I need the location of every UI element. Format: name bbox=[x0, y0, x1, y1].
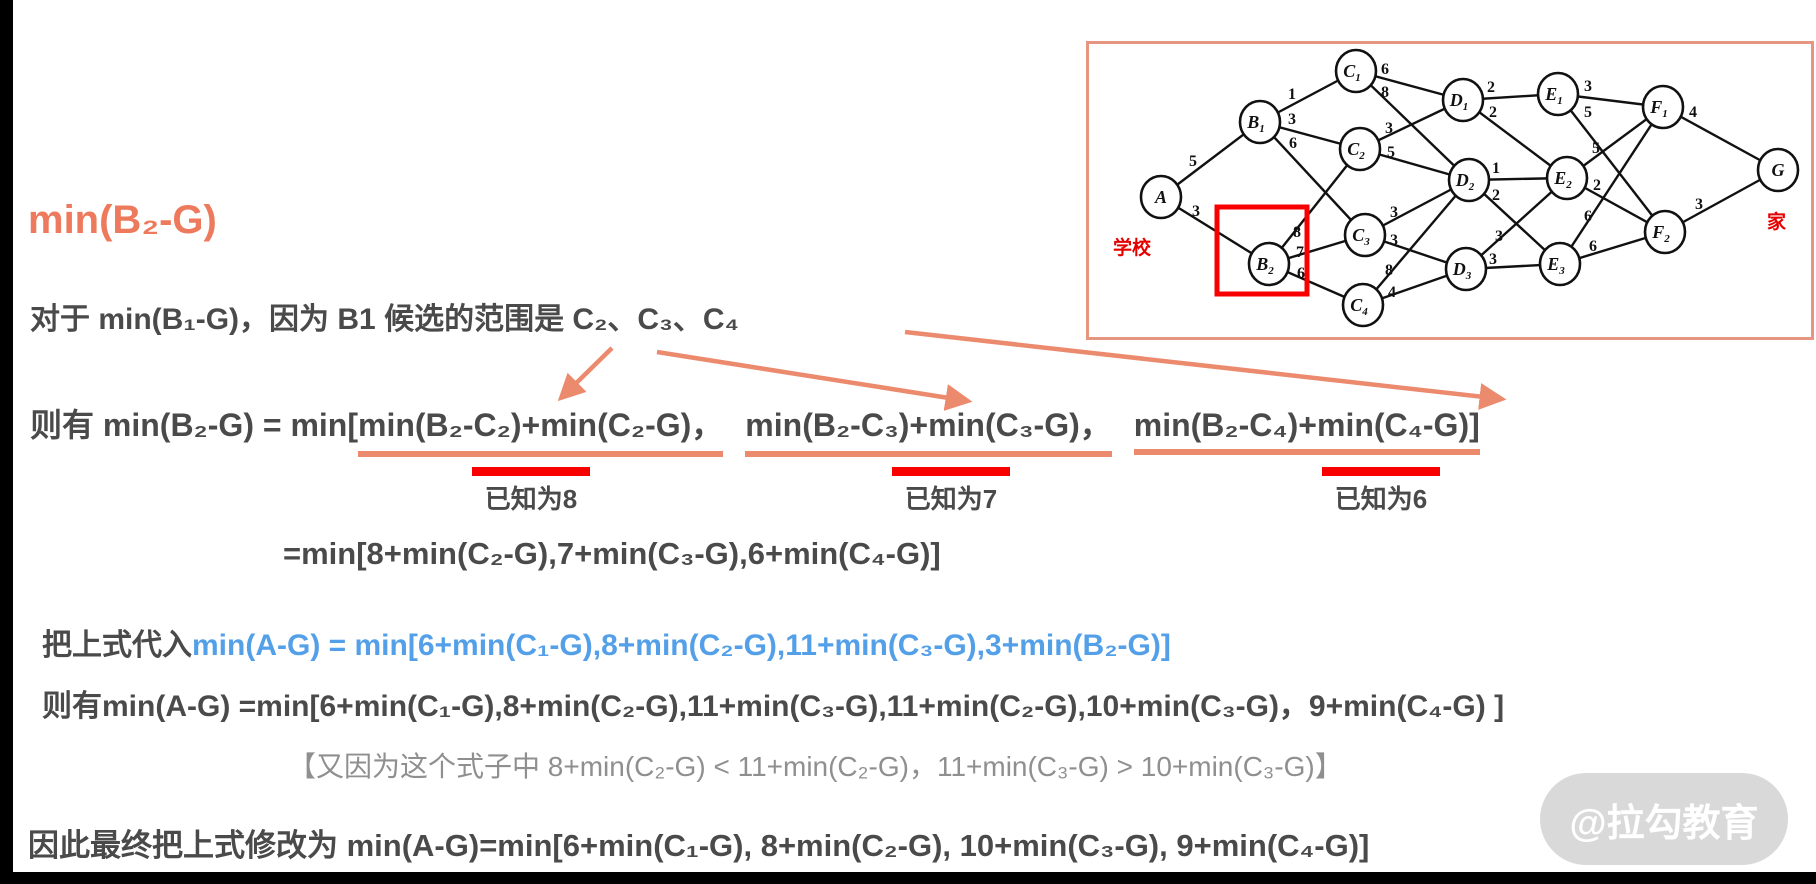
edge-weight-D2-E2: 1 bbox=[1492, 160, 1500, 177]
known-label-3: 已知为6 bbox=[1334, 484, 1428, 514]
page-title: min(B₂-G) bbox=[28, 198, 217, 242]
graph-node-C1 bbox=[1334, 48, 1378, 94]
edge-weight-E1-F2: 5 bbox=[1584, 104, 1592, 121]
graph-node-C3 bbox=[1343, 212, 1387, 258]
edge-weight-C4-D3: 4 bbox=[1388, 284, 1396, 301]
graph-node-D2 bbox=[1447, 157, 1491, 203]
edge-weight-F2-G: 3 bbox=[1695, 196, 1703, 213]
known-red-bar-2 bbox=[892, 467, 1010, 476]
graph-node-label-G: G bbox=[1772, 160, 1785, 180]
edge-weight-A-B1: 5 bbox=[1189, 153, 1197, 170]
watermark-badge: @拉勾教育 bbox=[1540, 773, 1788, 865]
edge-weight-B2-C4: 6 bbox=[1297, 265, 1305, 282]
graph-node-B2 bbox=[1247, 241, 1291, 287]
graph-node-F1 bbox=[1641, 84, 1685, 130]
substitution-line: 把上式代入min(A-G) = min[6+min(C₁-G),8+min(C₂… bbox=[42, 620, 1171, 664]
graph-node-label-D2: D2 bbox=[1455, 170, 1475, 193]
graph-node-label-C3: C3 bbox=[1352, 225, 1370, 248]
edge-weight-E1-F1: 3 bbox=[1584, 78, 1592, 95]
known-label-1: 已知为8 bbox=[484, 484, 578, 514]
graph-node-D3 bbox=[1444, 246, 1488, 292]
expanded-formula: 则有min(A-G) =min[6+min(C₁-G),8+min(C₂-G),… bbox=[42, 690, 1505, 723]
b2-highlight-box bbox=[1214, 204, 1310, 297]
known-label-2: 已知为7 bbox=[904, 484, 998, 514]
substitution-formula-blue: min(A-G) = min[6+min(C₁-G),8+min(C₂-G),1… bbox=[192, 629, 1171, 662]
graph-node-C4 bbox=[1341, 282, 1385, 328]
formula-term-2: min(B₂-C₃)+min(C₃-G)， bbox=[745, 400, 1112, 457]
edge-weight-C1-D2: 8 bbox=[1381, 84, 1389, 101]
edge-weight-B1-C2: 3 bbox=[1288, 111, 1296, 128]
graph-node-label-F2: F2 bbox=[1651, 222, 1670, 245]
edge-weight-C4-D2: 8 bbox=[1385, 262, 1393, 279]
graph-node-label-D3: D3 bbox=[1452, 259, 1472, 282]
edge-weight-D3-E3: 3 bbox=[1489, 251, 1497, 268]
graph-node-label-D1: D1 bbox=[1449, 90, 1469, 113]
formula-term-1: min(B₂-C₂)+min(C₂-G)， bbox=[358, 400, 724, 457]
edge-weight-B2-C3: 7 bbox=[1296, 244, 1304, 261]
intro-line: 对于 min(B₁-G)，因为 B1 候选的范围是 C₂、C₃、C₄ bbox=[30, 303, 739, 336]
graph-node-F2 bbox=[1643, 209, 1687, 255]
graph-node-C2 bbox=[1338, 126, 1382, 172]
graph-node-A bbox=[1139, 174, 1183, 220]
edge-weight-E3-F1: 6 bbox=[1584, 208, 1592, 225]
graph-node-label-C1: C1 bbox=[1343, 61, 1361, 84]
formula-term-3: min(B₂-C₄)+min(C₄-G)] bbox=[1133, 407, 1480, 455]
edge-weight-E3-F2: 6 bbox=[1589, 238, 1597, 255]
home-label: 家 bbox=[1767, 210, 1787, 233]
final-formula: 因此最终把上式修改为 min(A-G)=min[6+min(C₁-G), 8+m… bbox=[28, 828, 1370, 863]
graph-node-E2 bbox=[1545, 155, 1589, 201]
edge-weight-D3-E2: 3 bbox=[1495, 228, 1503, 245]
graph-node-label-E1: E1 bbox=[1544, 84, 1563, 107]
graph-node-E1 bbox=[1536, 71, 1580, 117]
edge-weight-C2-D1: 3 bbox=[1385, 120, 1393, 137]
edge-weight-B2-C2: 8 bbox=[1293, 224, 1301, 241]
graph-node-label-C2: C2 bbox=[1347, 139, 1365, 162]
formula-prefix: 则有 min(B₂-G) = min[ bbox=[30, 407, 358, 443]
known-red-bar-1 bbox=[472, 467, 590, 476]
watermark-text: @拉勾教育 bbox=[1569, 802, 1759, 845]
graph-node-label-C4: C4 bbox=[1350, 295, 1368, 318]
graph-node-G bbox=[1756, 147, 1800, 193]
expansion-formula: 则有 min(B₂-G) = min[min(B₂-C₂)+min(C₂-G)，… bbox=[30, 400, 1480, 457]
graph-node-label-B2: B2 bbox=[1255, 254, 1274, 277]
graph-node-B1 bbox=[1238, 99, 1282, 145]
edge-weight-D1-E2: 2 bbox=[1489, 104, 1497, 121]
edge-weight-B1-C3: 6 bbox=[1289, 135, 1297, 152]
edge-weight-E2-F2: 2 bbox=[1593, 177, 1601, 194]
graph-node-label-A: A bbox=[1154, 187, 1167, 207]
school-label: 学校 bbox=[1113, 236, 1152, 259]
edge-weight-D1-E1: 2 bbox=[1487, 79, 1495, 96]
graph-node-label-B1: B1 bbox=[1246, 112, 1265, 135]
reduced-formula: =min[8+min(C₂-G),7+min(C₃-G),6+min(C₄-G)… bbox=[283, 536, 941, 571]
substitution-prefix: 把上式代入 bbox=[42, 629, 192, 662]
edge-weight-A-B2: 3 bbox=[1192, 203, 1200, 220]
graph-node-D1 bbox=[1441, 77, 1485, 123]
known-red-bar-3 bbox=[1322, 467, 1440, 476]
edge-weight-D2-E3: 2 bbox=[1492, 187, 1500, 204]
edge-weight-C1-D1: 6 bbox=[1381, 61, 1389, 78]
graph-node-label-E2: E2 bbox=[1553, 168, 1572, 191]
edge-weight-E2-F1: 5 bbox=[1592, 140, 1600, 157]
edge-weight-F1-G: 4 bbox=[1689, 104, 1697, 121]
graph-node-label-E3: E3 bbox=[1546, 254, 1565, 277]
edge-weight-B1-C1: 1 bbox=[1288, 86, 1296, 103]
graph-node-E3 bbox=[1538, 241, 1582, 287]
graph-node-label-F1: F1 bbox=[1649, 97, 1668, 120]
comparison-note: 【又因为这个式子中 8+min(C₂-G) < 11+min(C₂-G)，11+… bbox=[288, 751, 1343, 782]
edge-weight-C3-D3: 3 bbox=[1390, 232, 1398, 249]
edge-weight-C3-D2: 3 bbox=[1390, 204, 1398, 221]
edge-weight-C2-D2: 5 bbox=[1387, 144, 1395, 161]
